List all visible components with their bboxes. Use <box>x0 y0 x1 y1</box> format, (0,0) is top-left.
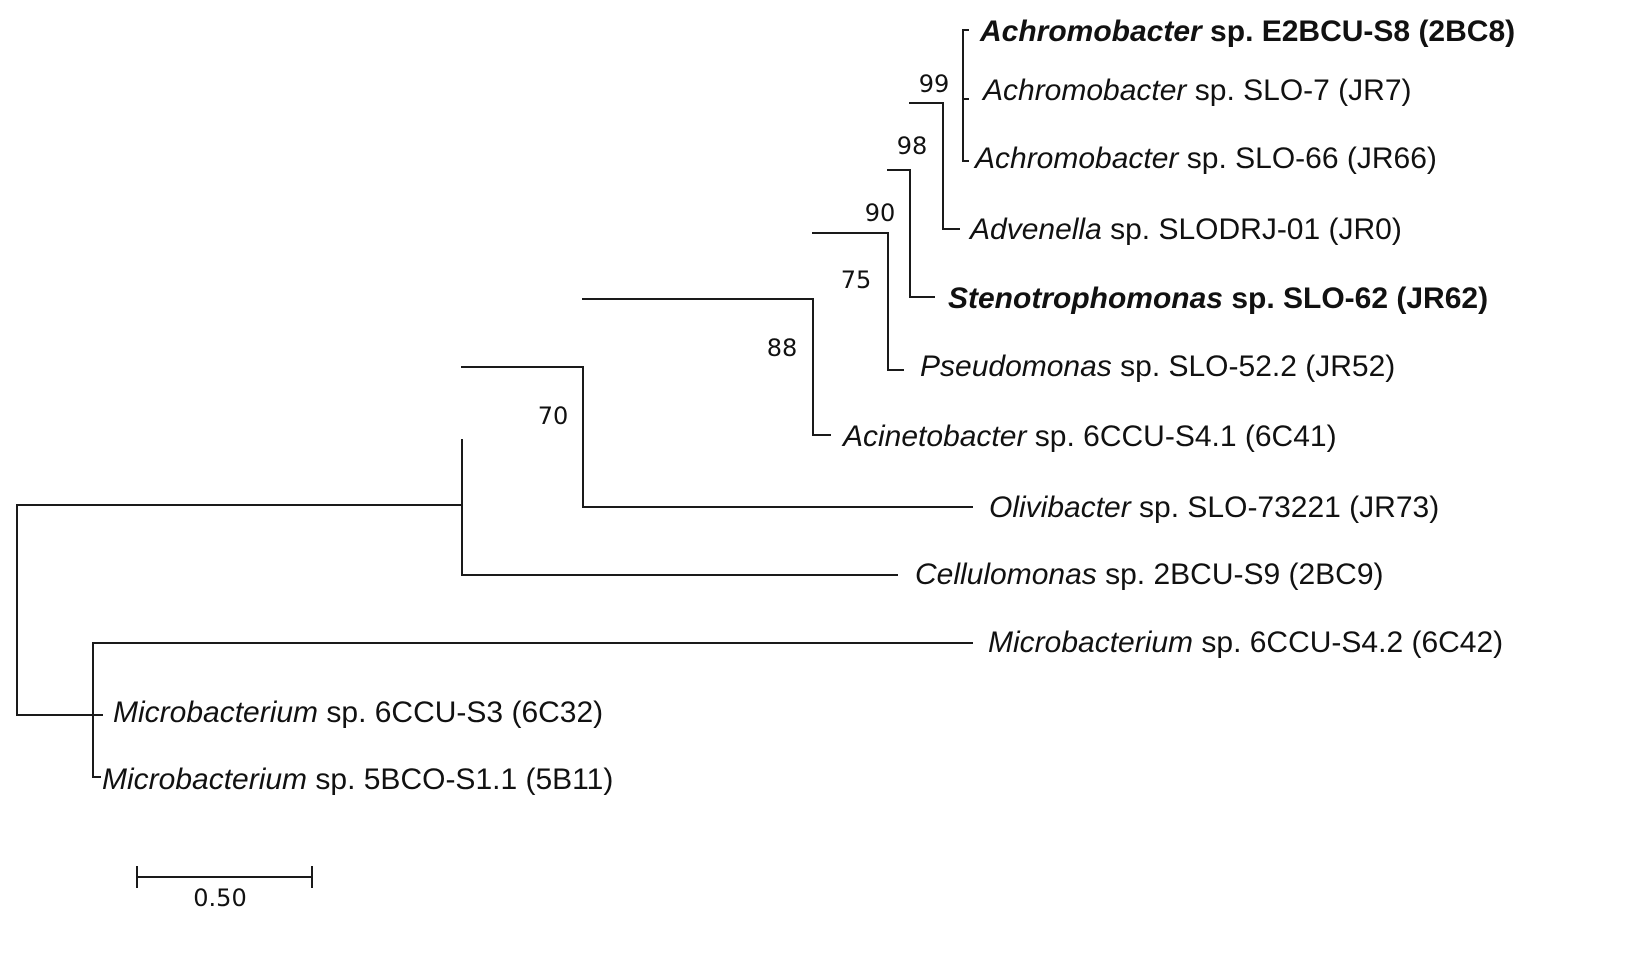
taxon-genus: Acinetobacter <box>841 420 1027 453</box>
taxon-genus: Olivibacter <box>989 491 1132 524</box>
taxon-genus: Advenella <box>968 213 1102 246</box>
taxon-genus: Achromobacter <box>981 74 1187 107</box>
taxon-strain: sp. SLO-52.2 (JR52) <box>1112 350 1395 383</box>
taxon-genus: Stenotrophomonas <box>948 282 1223 315</box>
taxon-label: Achromobacter sp. E2BCU-S8 (2BC8) <box>979 15 1515 48</box>
taxon-label: Microbacterium sp. 6CCU-S4.2 (6C42) <box>988 626 1503 659</box>
taxon-strain: sp. 6CCU-S3 (6C32) <box>318 696 603 729</box>
taxon-strain: sp. 6CCU-S4.2 (6C42) <box>1193 626 1503 659</box>
taxon-strain: sp. 6CCU-S4.1 (6C41) <box>1026 420 1336 453</box>
taxon-genus: Microbacterium <box>102 763 307 796</box>
taxon-label: Olivibacter sp. SLO-73221 (JR73) <box>989 491 1439 524</box>
taxon-strain: sp. 5BCO-S1.1 (5B11) <box>307 763 613 796</box>
taxon-label: Achromobacter sp. SLO-7 (JR7) <box>981 74 1412 107</box>
taxon-strain: sp. SLO-66 (JR66) <box>1178 142 1436 175</box>
bootstrap-value-90: 90 <box>865 199 896 227</box>
taxon-genus: Achromobacter <box>979 15 1204 48</box>
taxon-strain: sp. SLO-7 (JR7) <box>1186 74 1411 107</box>
taxon-label: Achromobacter sp. SLO-66 (JR66) <box>973 142 1437 175</box>
scale-bar: 0.50 <box>136 866 313 912</box>
taxon-labels: Achromobacter sp. E2BCU-S8 (2BC8)Achromo… <box>102 15 1515 796</box>
taxon-genus: Pseudomonas <box>920 350 1112 383</box>
taxon-genus: Microbacterium <box>988 626 1193 659</box>
taxon-label: Microbacterium sp. 5BCO-S1.1 (5B11) <box>102 763 613 796</box>
taxon-label: Acinetobacter sp. 6CCU-S4.1 (6C41) <box>841 420 1337 453</box>
bootstrap-value-98: 98 <box>897 132 928 160</box>
bootstrap-value-88: 88 <box>767 334 798 362</box>
bootstrap-value-99: 99 <box>919 70 950 98</box>
taxon-label: Advenella sp. SLODRJ-01 (JR0) <box>968 213 1402 246</box>
taxon-strain: sp. SLO-62 (JR62) <box>1223 282 1488 315</box>
taxon-label: Stenotrophomonas sp. SLO-62 (JR62) <box>948 282 1488 315</box>
taxon-label: Cellulomonas sp. 2BCU-S9 (2BC9) <box>915 558 1384 591</box>
taxon-label: Microbacterium sp. 6CCU-S3 (6C32) <box>113 696 603 729</box>
taxon-strain: sp. E2BCU-S8 (2BC8) <box>1202 15 1515 48</box>
taxon-genus: Cellulomonas <box>915 558 1097 591</box>
tree-branches <box>16 29 973 778</box>
taxon-genus: Achromobacter <box>973 142 1179 175</box>
bootstrap-values: 99 98 90 75 88 70 <box>538 70 950 430</box>
taxon-strain: sp. SLO-73221 (JR73) <box>1131 491 1439 524</box>
bootstrap-value-75: 75 <box>841 266 872 294</box>
taxon-strain: sp. SLODRJ-01 (JR0) <box>1102 213 1402 246</box>
scale-bar-label: 0.50 <box>193 884 246 912</box>
taxon-genus: Microbacterium <box>113 696 318 729</box>
taxon-label: Pseudomonas sp. SLO-52.2 (JR52) <box>920 350 1395 383</box>
taxon-strain: sp. 2BCU-S9 (2BC9) <box>1097 558 1384 591</box>
bootstrap-value-70: 70 <box>538 402 569 430</box>
